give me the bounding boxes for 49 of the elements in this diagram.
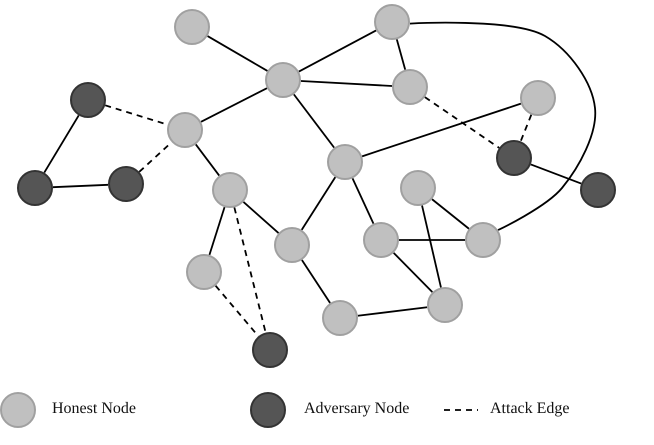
edge bbox=[44, 114, 80, 174]
legend-label: Adversary Node bbox=[304, 400, 410, 418]
honest-node-circle bbox=[392, 69, 428, 105]
edge bbox=[195, 144, 220, 176]
edge bbox=[293, 94, 335, 148]
legend-label: Honest Node bbox=[52, 400, 136, 418]
edge bbox=[200, 87, 268, 123]
legend-label: Attack Edge bbox=[490, 400, 570, 418]
edge bbox=[410, 22, 596, 231]
edge bbox=[399, 239, 465, 241]
dashed-edge bbox=[234, 207, 266, 333]
honest-node-circle bbox=[427, 287, 463, 323]
edge bbox=[352, 178, 374, 224]
edge bbox=[392, 252, 434, 293]
honest-node-circle bbox=[363, 222, 399, 258]
adversary-node-circle bbox=[108, 166, 144, 202]
honest-node-circle bbox=[174, 9, 210, 45]
edge bbox=[52, 184, 108, 188]
edge bbox=[358, 306, 428, 317]
edge bbox=[530, 164, 582, 184]
honest-node-circle bbox=[327, 144, 363, 180]
edge bbox=[396, 39, 406, 70]
edge bbox=[208, 206, 226, 256]
dashed-edge bbox=[424, 96, 500, 149]
dashed-edge bbox=[520, 114, 532, 142]
edge bbox=[421, 205, 442, 288]
honest-node-circle bbox=[265, 62, 301, 98]
adversary-node-circle bbox=[70, 82, 106, 118]
honest-node-circle bbox=[400, 170, 436, 206]
honest-node-circle bbox=[322, 300, 358, 336]
edge bbox=[300, 80, 392, 87]
adversary-node-circle bbox=[580, 172, 616, 208]
honest-node-circle bbox=[374, 4, 410, 40]
edge bbox=[301, 260, 331, 304]
edge bbox=[298, 30, 377, 72]
honest-node-circle bbox=[186, 254, 222, 290]
adversary-node-circle bbox=[252, 332, 288, 368]
honest-node-circle bbox=[274, 227, 310, 263]
honest-node-circle bbox=[212, 172, 248, 208]
honest-node-circle bbox=[167, 112, 203, 148]
edge bbox=[362, 102, 522, 158]
edge bbox=[207, 35, 268, 72]
edge bbox=[432, 198, 470, 230]
honest-node-circle bbox=[520, 80, 556, 116]
edge bbox=[300, 176, 336, 230]
adversary-node-circle bbox=[17, 170, 53, 206]
edge bbox=[242, 201, 280, 234]
honest-node-circle bbox=[465, 222, 501, 258]
adversary-node-circle bbox=[496, 140, 532, 176]
